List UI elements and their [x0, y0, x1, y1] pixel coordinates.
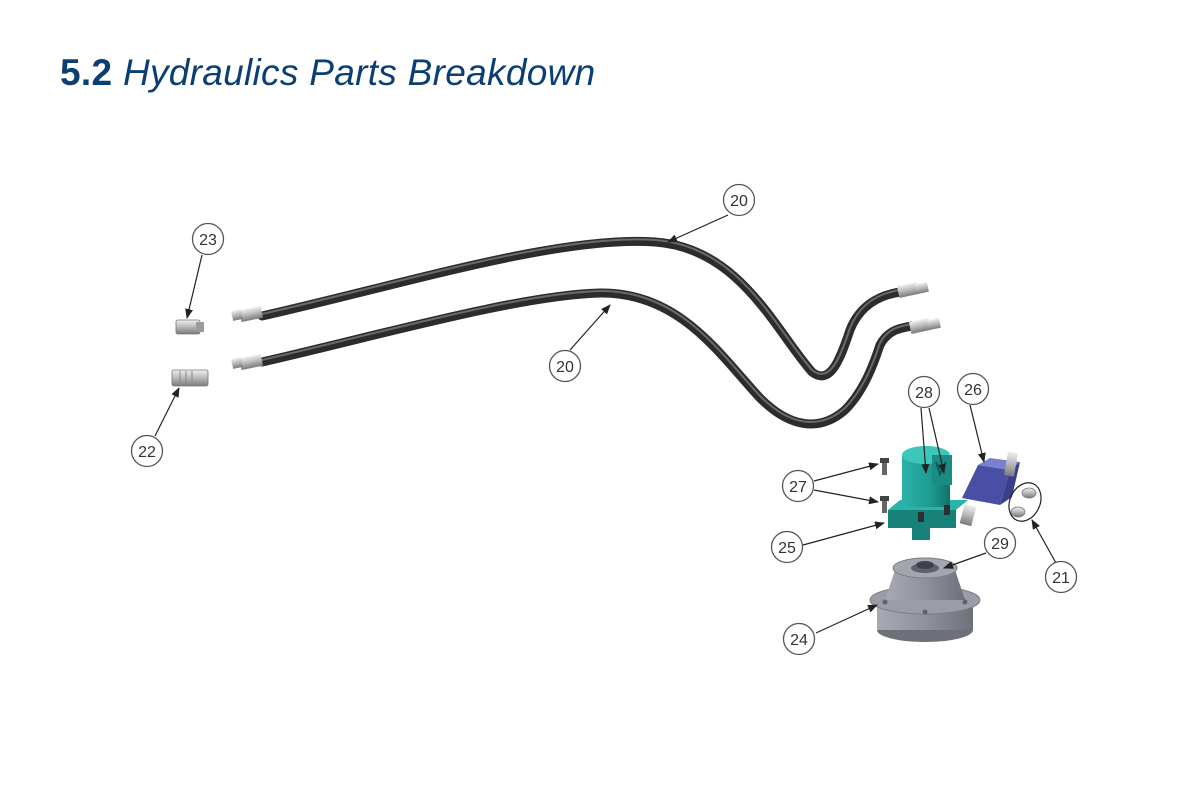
- callout-25: 25: [770, 530, 804, 564]
- callout-21-label: 21: [1052, 570, 1070, 587]
- callout-20-lower: 20: [548, 349, 582, 383]
- hose-upper: [257, 236, 905, 381]
- hydraulic-motor-25: [888, 446, 968, 540]
- leader-27-bottom: [813, 489, 879, 505]
- leader-25: [802, 521, 885, 546]
- callout-28-label: 28: [915, 385, 933, 402]
- callout-20-upper-label: 20: [730, 193, 748, 210]
- leader-23: [185, 254, 203, 319]
- callout-28: 28: [907, 375, 941, 409]
- hose-lower-right-fitting: [908, 317, 941, 334]
- callout-24-label: 24: [790, 632, 808, 649]
- callout-20-upper: 20: [722, 183, 756, 217]
- leader-29: [943, 552, 987, 569]
- page-title: 5.2 Hydraulics Parts Breakdown: [60, 52, 595, 94]
- hose-lower: [257, 288, 917, 429]
- callout-25-label: 25: [778, 540, 796, 557]
- callout-29: 29: [983, 526, 1017, 560]
- leader-27-top: [813, 462, 879, 482]
- base-housing-24: [869, 557, 981, 642]
- callout-20-lower-label: 20: [556, 359, 574, 376]
- leader-21: [1031, 519, 1057, 564]
- callout-29-label: 29: [991, 536, 1009, 553]
- valve-block-26: [959, 451, 1020, 527]
- callout-26: 26: [956, 372, 990, 406]
- leader-22: [154, 387, 180, 437]
- coupling-29: [916, 561, 934, 569]
- callout-22: 22: [130, 434, 164, 468]
- screws-28: [918, 505, 950, 522]
- screw-27-bottom: [880, 496, 889, 513]
- callout-21: 21: [1044, 560, 1078, 594]
- callout-23-label: 23: [199, 232, 217, 249]
- hose-upper-right-fitting: [896, 281, 929, 298]
- callout-27: 27: [781, 469, 815, 503]
- screw-27-top: [880, 458, 889, 475]
- leader-28-right: [928, 407, 946, 474]
- screws-27: [880, 458, 889, 513]
- leader-28-left: [920, 407, 930, 474]
- leader-24: [815, 604, 878, 634]
- hose-lower-left-fitting: [231, 353, 264, 371]
- leader-20b: [569, 304, 611, 351]
- quick-coupler-22: [171, 369, 209, 387]
- callout-26-label: 26: [964, 382, 982, 399]
- section-title: Hydraulics Parts Breakdown: [122, 52, 596, 93]
- section-number: 5.2: [60, 52, 113, 93]
- quick-coupler-23: [175, 319, 204, 335]
- fittings-21: [1008, 482, 1042, 522]
- callout-22-label: 22: [138, 444, 156, 461]
- leader-26: [969, 404, 986, 463]
- callout-27-label: 27: [789, 479, 807, 496]
- hose-upper-left-fitting: [231, 305, 264, 323]
- callout-24: 24: [782, 622, 816, 656]
- leader-20a: [667, 214, 729, 243]
- callout-23: 23: [191, 222, 225, 256]
